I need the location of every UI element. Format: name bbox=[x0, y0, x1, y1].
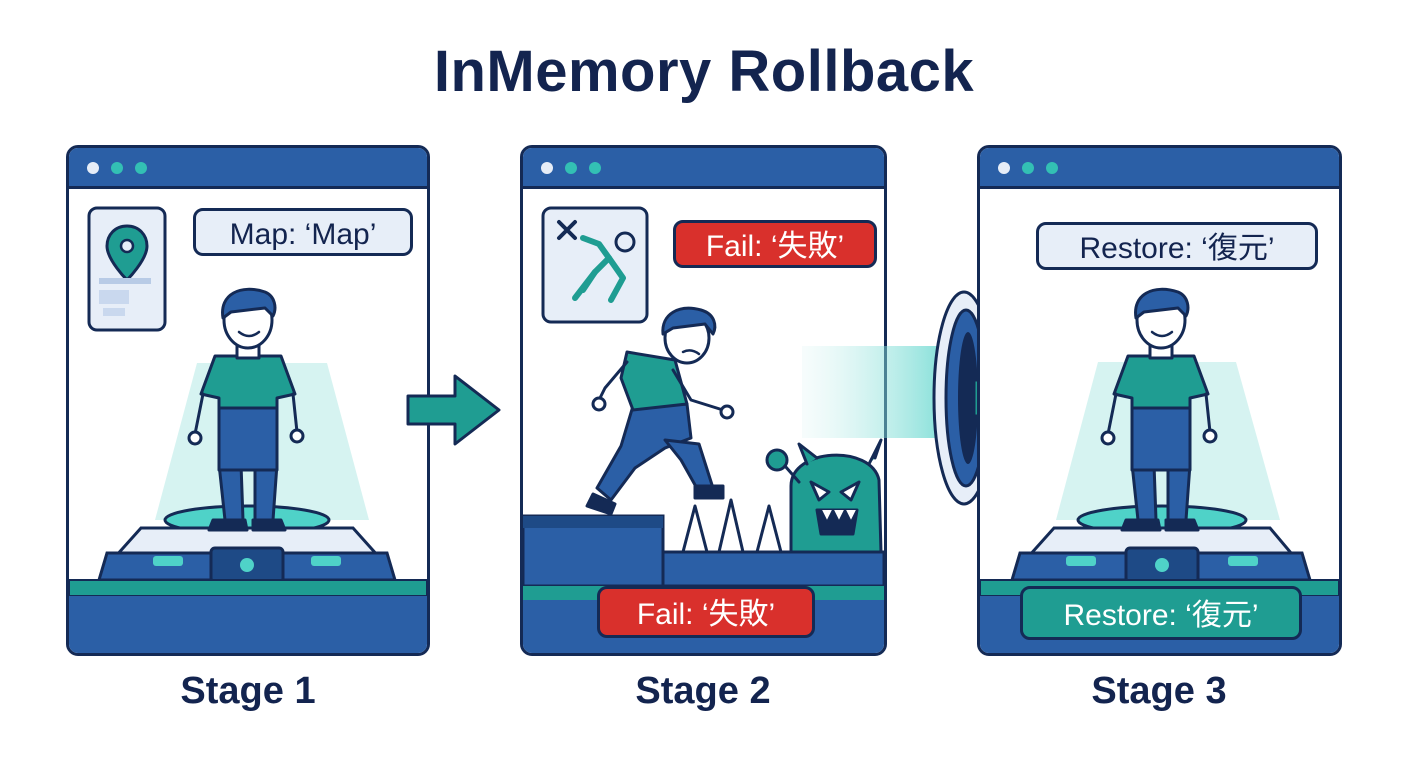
window-dot-icon bbox=[565, 162, 577, 174]
stage-2-label: Stage 2 bbox=[635, 670, 771, 712]
window-dot-icon bbox=[998, 162, 1010, 174]
person-figure bbox=[187, 287, 305, 532]
window-dot-icon bbox=[87, 162, 99, 174]
falling-person-icon bbox=[541, 206, 649, 324]
person-figure bbox=[1100, 287, 1218, 532]
window-dot-icon bbox=[1022, 162, 1034, 174]
window-dot-icon bbox=[589, 162, 601, 174]
diagram-title: InMemory Rollback bbox=[433, 39, 975, 104]
map-pin-icon bbox=[87, 206, 167, 332]
window-dot-icon bbox=[111, 162, 123, 174]
window-dot-icon bbox=[1046, 162, 1058, 174]
stage-3-panel: Restore: ‘復元’ Restore: ‘復元’ bbox=[977, 145, 1342, 656]
stage-2-panel: Fail: ‘失敗’ Fail: ‘失敗’ bbox=[520, 145, 887, 656]
stage-1-callout: Map: ‘Map’ bbox=[193, 208, 413, 256]
stage-1-label: Stage 1 bbox=[180, 670, 316, 712]
person-figure bbox=[585, 306, 735, 516]
stage-3-callout: Restore: ‘復元’ bbox=[1036, 222, 1318, 270]
window-dot-icon bbox=[135, 162, 147, 174]
stage-1-scene bbox=[69, 206, 427, 653]
pedestal bbox=[1009, 504, 1313, 584]
window-titlebar bbox=[980, 148, 1339, 189]
stage-3-banner: Restore: ‘復元’ bbox=[1020, 586, 1302, 640]
arrow-right-icon bbox=[406, 374, 501, 446]
stage-3-label: Stage 3 bbox=[1091, 670, 1227, 712]
stage-1-panel: Map: ‘Map’ bbox=[66, 145, 430, 656]
window-titlebar bbox=[523, 148, 884, 189]
stage-2-banner: Fail: ‘失敗’ bbox=[597, 586, 815, 638]
monster-figure bbox=[765, 438, 883, 554]
window-dot-icon bbox=[541, 162, 553, 174]
stage-2-callout: Fail: ‘失敗’ bbox=[673, 220, 877, 268]
window-titlebar bbox=[69, 148, 427, 189]
stage-2-scene bbox=[523, 206, 884, 653]
